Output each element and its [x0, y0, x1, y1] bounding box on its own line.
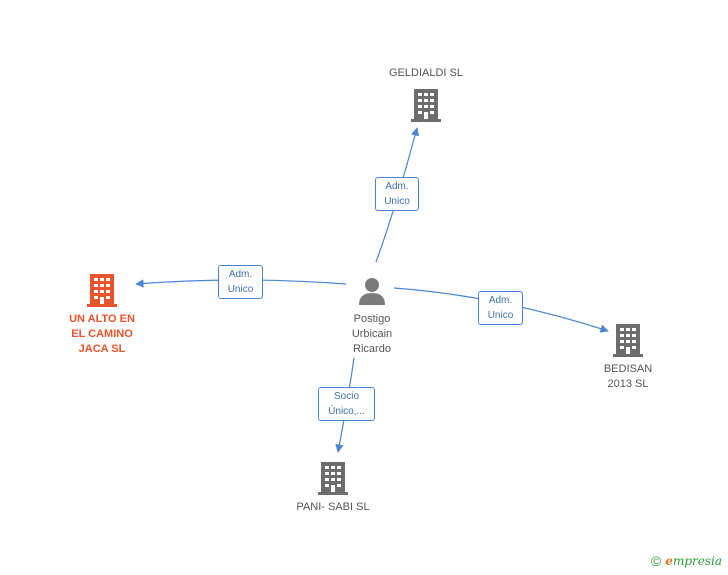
- node-label-bedisan: BEDISAN 2013 SL: [603, 363, 653, 390]
- node-label-geldialdi: GELDIALDI SL: [389, 67, 463, 79]
- building-icon: [613, 324, 643, 357]
- node-person[interactable]: Postigo Urbicain Ricardo: [320, 276, 424, 357]
- node-panisabi[interactable]: PANI- SABI SL: [278, 460, 388, 515]
- edge-label-un-alto[interactable]: Adm. Unico: [218, 265, 263, 299]
- edge-label-geldialdi[interactable]: Adm. Unico: [375, 177, 419, 211]
- node-label-person: Postigo Urbicain Ricardo: [351, 313, 393, 355]
- building-icon: [318, 462, 348, 495]
- node-geldialdi[interactable]: GELDIALDI SL: [366, 66, 486, 123]
- edge-label-bedisan[interactable]: Adm. Unico: [478, 291, 523, 325]
- edge-label-panisabi[interactable]: Socio Único,...: [318, 387, 375, 421]
- brand-logo: empresia: [665, 554, 722, 568]
- footer-brand: © empresia: [651, 553, 722, 569]
- copyright-symbol: ©: [650, 553, 662, 569]
- node-un-alto[interactable]: UN ALTO EN EL CAMINO JACA SL: [44, 272, 160, 357]
- node-label-un-alto: UN ALTO EN EL CAMINO JACA SL: [69, 313, 135, 355]
- node-label-panisabi: PANI- SABI SL: [296, 501, 370, 513]
- building-icon: [411, 89, 441, 122]
- person-icon: [359, 278, 385, 305]
- node-bedisan[interactable]: BEDISAN 2013 SL: [578, 322, 678, 392]
- building-icon: [87, 274, 117, 307]
